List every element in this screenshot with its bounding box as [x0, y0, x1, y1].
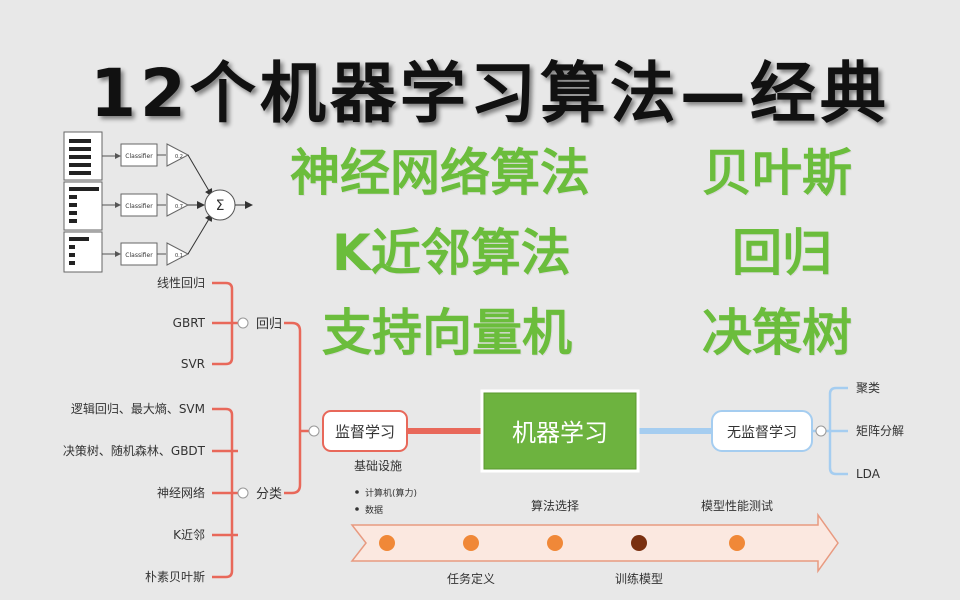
- classifier-label: Classifier: [125, 153, 153, 160]
- weight-label: 0.1: [175, 253, 183, 259]
- regression-leaf: 线性回归: [157, 276, 205, 290]
- classification-leaf: 逻辑回归、最大熵、SVM: [71, 401, 205, 416]
- regression-node: 回归: [256, 317, 282, 332]
- pipeline-bottom-label: 任务定义: [447, 571, 495, 586]
- pipeline-top-label: 算法选择: [531, 498, 579, 513]
- weight-label: 0.2: [175, 154, 183, 160]
- pipeline-step-dot[interactable]: [463, 535, 479, 551]
- classifier-label: Classifier: [125, 252, 153, 259]
- ensemble-diagram: Classifier 0.2 Classifier 0.7: [63, 131, 253, 273]
- page-title: 12个机器学习算法—经典: [90, 55, 890, 132]
- weight-gain-icon: [166, 242, 190, 266]
- classifier-label: Classifier: [125, 203, 153, 210]
- collapse-node-icon[interactable]: [237, 317, 249, 329]
- algo-regression: 回归: [732, 224, 832, 282]
- collapse-node-icon[interactable]: [815, 425, 827, 437]
- classification-leaf: 决策树、随机森林、GBDT: [63, 443, 206, 458]
- pipeline-top-label: 模型性能测试: [701, 498, 773, 513]
- collapse-node-icon[interactable]: [308, 425, 320, 437]
- algo-neural-network: 神经网络算法: [290, 144, 590, 202]
- weight-label: 0.7: [175, 204, 183, 210]
- unsupervised-leaf: LDA: [856, 467, 881, 481]
- bullet-icon: [355, 507, 359, 511]
- regression-leaf: SVR: [181, 357, 205, 371]
- algo-svm: 支持向量机: [322, 304, 572, 362]
- collapse-node-icon[interactable]: [237, 487, 249, 499]
- unsupervised-leaf: 聚类: [856, 381, 880, 395]
- supervised-branches: [212, 281, 314, 579]
- pipeline-step-dot[interactable]: [631, 535, 647, 551]
- regression-leaf: GBRT: [173, 316, 206, 330]
- algo-knn: K近邻算法: [332, 224, 571, 282]
- algo-decision-tree: 决策树: [702, 304, 852, 362]
- unsupervised-leaf: 矩阵分解: [856, 424, 904, 438]
- classification-node: 分类: [256, 487, 282, 502]
- algo-bayes: 贝叶斯: [702, 144, 852, 202]
- unsupervised-label: 无监督学习: [727, 425, 797, 441]
- ensemble-row: Classifier 0.1: [63, 213, 213, 273]
- center-node[interactable]: [480, 389, 640, 473]
- classification-leaf: 朴素贝叶斯: [145, 569, 205, 584]
- ensemble-row: Classifier 0.7: [63, 181, 205, 231]
- center-label: 机器学习: [512, 419, 608, 447]
- sum-symbol: Σ: [216, 198, 225, 214]
- weight-gain-icon: [166, 193, 190, 217]
- ensemble-row: Classifier 0.2: [63, 131, 213, 197]
- pipeline-step-dot[interactable]: [547, 535, 563, 551]
- pipeline-arrow: [350, 512, 839, 574]
- infrastructure-item: 计算机(算力): [365, 487, 417, 499]
- supervised-label: 监督学习: [335, 423, 395, 441]
- classification-leaf: K近邻: [173, 528, 205, 542]
- infrastructure-label: 基础设施: [354, 459, 402, 473]
- pipeline-step-dot[interactable]: [379, 535, 395, 551]
- infrastructure-item: 数据: [365, 504, 383, 516]
- pipeline-step-dot[interactable]: [729, 535, 745, 551]
- pipeline-bottom-label: 训练模型: [615, 571, 663, 586]
- classification-leaf: 神经网络: [157, 485, 205, 500]
- weight-gain-icon: [166, 143, 190, 167]
- bullet-icon: [355, 490, 359, 494]
